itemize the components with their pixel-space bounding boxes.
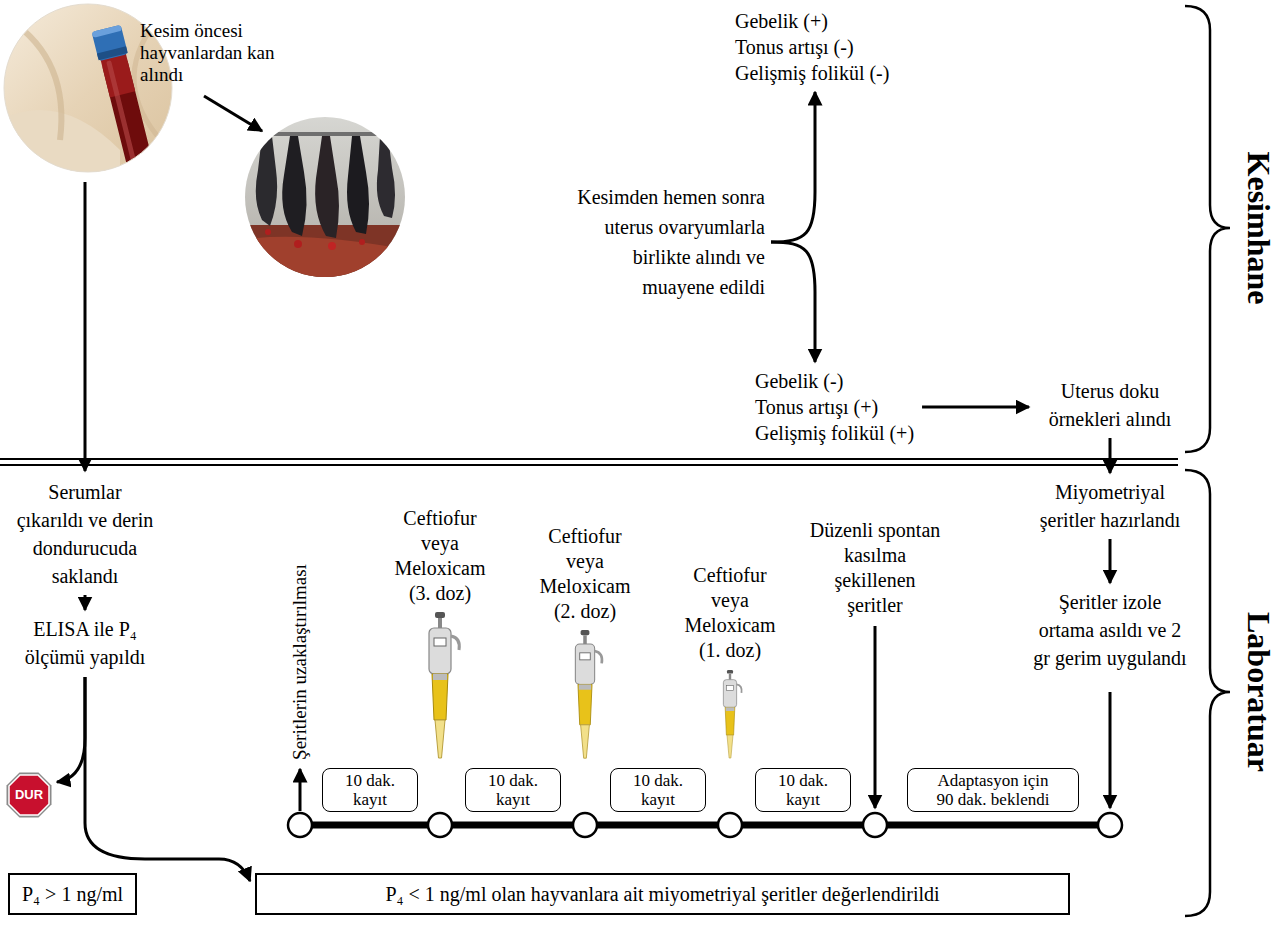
flow-arrow bbox=[57, 677, 85, 782]
time-box: Adaptasyon için 90 dak. beklendi bbox=[907, 768, 1079, 812]
flow-arrow bbox=[1109, 539, 1112, 583]
node-text: 10 dak. kayıt bbox=[623, 771, 693, 809]
finding-list: Gebelik (-)Tonus artışı (+)Gelişmiş foli… bbox=[755, 368, 914, 446]
step-text: ELISA ile P₄ ölçümü yapıldı bbox=[20, 615, 150, 671]
figure-part bbox=[256, 136, 277, 226]
flow-arrow bbox=[874, 626, 877, 808]
timeline-point bbox=[288, 813, 312, 837]
step-text: Miyometriyal şeritler hazırlandı bbox=[1030, 478, 1190, 534]
figure-part bbox=[315, 136, 339, 238]
treatment-label: Ceftiofur veya Meloxicam (2. doz) bbox=[530, 524, 640, 624]
node-text: Tonus artışı (-) bbox=[735, 34, 889, 60]
stop-sign: DUR bbox=[6, 772, 52, 818]
figure-part bbox=[359, 239, 365, 245]
treatment-label: Ceftiofur veya Meloxicam (1. doz) bbox=[675, 563, 785, 663]
flow-arrow bbox=[1109, 692, 1112, 808]
node-text: 10 dak. kayıt bbox=[335, 771, 405, 809]
node-text: P₄ < 1 ng/ml olan hayvanlara ait miyomet… bbox=[385, 882, 939, 906]
stop-outline bbox=[7, 773, 52, 818]
figure-part bbox=[294, 240, 302, 248]
treatment-label: Ceftiofur veya Meloxicam (3. doz) bbox=[385, 506, 495, 606]
figure-part bbox=[377, 136, 395, 218]
node-text: 10 dak. kayıt bbox=[478, 771, 548, 809]
section-title: Kesimhane bbox=[1240, 152, 1275, 305]
timeline-bar bbox=[300, 822, 1110, 829]
step-label: Şeritlerin uzaklaştırılması bbox=[290, 564, 311, 760]
flow-arrow bbox=[922, 406, 1029, 409]
flow-arrow bbox=[84, 182, 87, 471]
figure-part bbox=[10, 20, 61, 140]
time-box: 10 dak. kayıt bbox=[755, 768, 851, 812]
node-text: Miyometriyal şeritler hazırlandı bbox=[1030, 478, 1190, 534]
node-text: Kesimden hemen sonra uterus ovaryumlarla… bbox=[565, 182, 765, 302]
flow-arrow bbox=[771, 92, 815, 242]
finding-list: Gebelik (+)Tonus artışı (-)Gelişmiş foli… bbox=[735, 8, 889, 86]
figure-part bbox=[328, 242, 336, 250]
stop-fill bbox=[9, 775, 49, 815]
step-text: Serumlar çıkarıldı ve derin dondurucuda … bbox=[15, 478, 155, 590]
node-text: Kesim öncesi hayvanlardan kan alındı bbox=[140, 20, 290, 86]
flow-arrow bbox=[771, 242, 815, 362]
step-text: Şeritler izole ortama asıldı ve 2 gr ger… bbox=[1029, 588, 1191, 672]
node-text: Gelişmiş folikül (+) bbox=[755, 420, 914, 446]
node-text: 10 dak. kayıt bbox=[768, 771, 838, 809]
step-text: Uterus doku örnekleri alındı bbox=[1035, 377, 1185, 433]
figure-part bbox=[240, 237, 410, 285]
figure-part bbox=[92, 25, 128, 61]
timeline-point bbox=[718, 813, 742, 837]
section-bracket bbox=[1185, 470, 1230, 916]
flow-arrow bbox=[84, 595, 87, 610]
result-box: P₄ < 1 ng/ml olan hayvanlara ait miyomet… bbox=[255, 873, 1070, 915]
timeline-point bbox=[863, 813, 887, 837]
step-text: Kesimden hemen sonra uterus ovaryumlarla… bbox=[565, 182, 765, 302]
node-text: Gebelik (-) bbox=[755, 368, 914, 394]
node-text: Gelişmiş folikül (-) bbox=[735, 60, 889, 86]
time-box: 10 dak. kayıt bbox=[610, 768, 706, 812]
flow-arrow bbox=[1109, 438, 1112, 473]
section-divider bbox=[0, 458, 1178, 460]
figure-part bbox=[97, 46, 128, 60]
node-text: Uterus doku örnekleri alındı bbox=[1035, 377, 1185, 433]
flow-arrow bbox=[204, 96, 262, 131]
node-text: Şeritler izole ortama asıldı ve 2 gr ger… bbox=[1029, 588, 1191, 672]
figure-part bbox=[92, 25, 123, 38]
figure-part bbox=[347, 136, 369, 234]
section-divider bbox=[0, 464, 1178, 466]
flow-arrow bbox=[299, 769, 302, 811]
step-label: Düzenli spontan kasılma şekillenen şerit… bbox=[808, 518, 943, 618]
sign-text: DUR bbox=[15, 788, 43, 802]
timeline-point bbox=[428, 813, 452, 837]
figure-part bbox=[265, 229, 271, 235]
node-text: Serumlar çıkarıldı ve derin dondurucuda … bbox=[15, 478, 155, 590]
timeline-point bbox=[573, 813, 597, 837]
node-text: ELISA ile P₄ ölçümü yapıldı bbox=[20, 615, 150, 671]
pipette-icon bbox=[723, 670, 741, 758]
figure-part bbox=[282, 136, 306, 236]
figure-part bbox=[106, 60, 137, 168]
result-box: P₄ > 1 ng/ml bbox=[8, 873, 137, 915]
section-bracket bbox=[1185, 6, 1230, 452]
timeline-point bbox=[1098, 813, 1122, 837]
section-title: Laboratuar bbox=[1240, 612, 1275, 772]
slaughterhouse-photo bbox=[240, 110, 410, 285]
flow-arrow bbox=[85, 677, 250, 881]
node-text: Gebelik (+) bbox=[735, 8, 889, 34]
time-box: 10 dak. kayıt bbox=[322, 768, 418, 812]
pipette-icon bbox=[575, 630, 602, 758]
time-box: 10 dak. kayıt bbox=[465, 768, 561, 812]
figure-part bbox=[240, 132, 410, 136]
node-text: Adaptasyon için 90 dak. beklendi bbox=[934, 771, 1052, 809]
figure-part bbox=[240, 110, 410, 285]
step-text: Kesim öncesi hayvanlardan kan alındı bbox=[140, 20, 290, 86]
node-text: P₄ > 1 ng/ml bbox=[22, 882, 123, 906]
pipette-icon bbox=[429, 612, 459, 758]
node-text: Tonus artışı (+) bbox=[755, 394, 914, 420]
